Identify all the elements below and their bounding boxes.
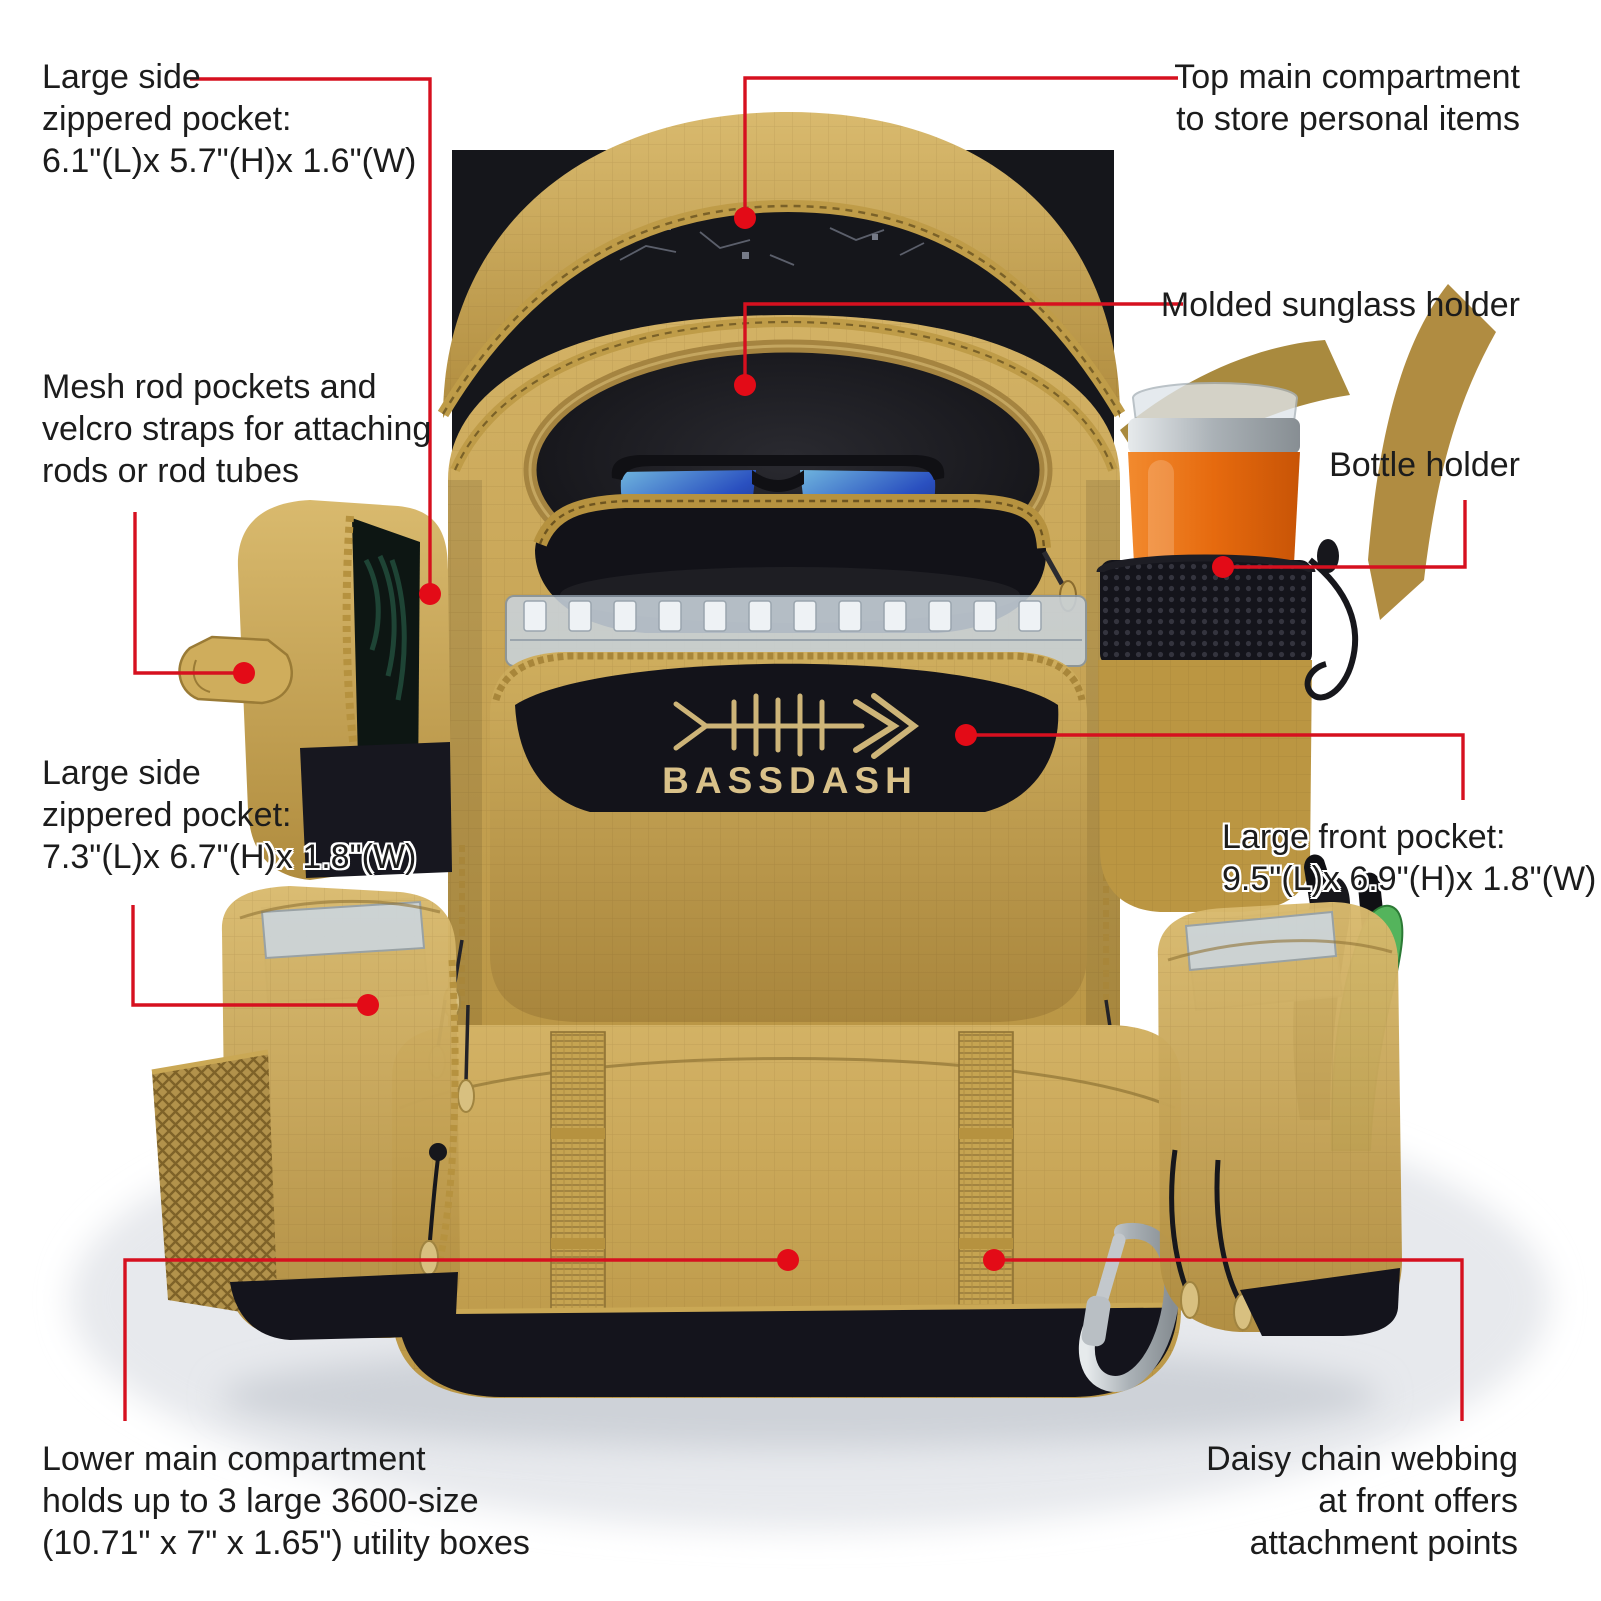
annotation-line: Large front pocket: [1222,818,1506,856]
front-pocket: BASSDASH [443,652,1123,1068]
annotation-front-pocket: Large front pocket: 9.5"(L)x 6.9"(H)x 1.… [1222,816,1596,900]
mesh-rod-pocket [151,1049,278,1318]
compression-strap [958,1031,1014,1327]
annotation-lower-main-compartment: Lower main compartment holds up to 3 lar… [42,1438,530,1564]
annotation-mesh-rod-pockets: Mesh rod pockets and velcro straps for a… [42,366,431,492]
drawstring-cord [1304,539,1358,701]
brand-text: BASSDASH [662,760,918,801]
annotation-line: Large side [42,754,201,792]
annotation-top-main-compartment: Top main compartment to store personal i… [1174,56,1520,140]
annotation-sunglass-holder: Molded sunglass holder [1161,284,1520,326]
annotation-line: at front offers [1318,1482,1518,1520]
annotation-line: Molded sunglass holder [1160,286,1520,324]
right-lower-side-pocket [1157,854,1404,1336]
bottle-mesh-band [1100,560,1312,666]
annotation-line: velcro straps for attaching [42,410,432,448]
lower-compartment [392,999,1181,1398]
annotation-line: Large side [42,58,201,96]
annotation-line: 6.1"(L)x 5.7"(H)x 1.6"(W) [42,142,417,180]
velcro-strap [178,635,293,705]
annotation-top-left-side-pocket: Large side zippered pocket: 6.1"(L)x 5.7… [42,56,416,182]
annotation-line: zippered pocket: [42,796,292,834]
annotation-mid-left-side-pocket: Large side zippered pocket: 7.3"(L)x 6.7… [42,752,416,878]
side-webbing-panel [300,742,452,878]
black-bottom [398,1305,1178,1397]
annotation-line: rods or rod tubes [42,452,300,490]
annotation-daisy-chain: Daisy chain webbing at front offers atta… [1206,1438,1518,1564]
utility-box-top [505,595,1087,667]
annotation-line: Mesh rod pockets and [42,368,377,406]
annotation-line: Bottle holder [1329,446,1520,484]
annotation-line: 7.3"(L)x 6.7"(H)x 1.8"(W) [42,838,417,876]
compression-strap [550,1031,606,1327]
annotation-line: Daisy chain webbing [1206,1440,1518,1478]
fish-skeleton-icon [673,693,919,759]
annotation-line: to store personal items [1176,100,1520,138]
left-lower-side-pocket [151,886,460,1340]
annotation-line: attachment points [1249,1524,1518,1562]
annotation-line: Lower main compartment [42,1440,426,1478]
annotation-bottle-holder: Bottle holder [1329,444,1520,486]
left-upper-side-pocket [178,500,452,880]
annotation-line: Top main compartment [1174,58,1520,96]
annotation-line: (10.71" x 7" x 1.65") utility boxes [42,1524,530,1562]
bassdash-logo: BASSDASH [662,693,919,801]
annotation-line: 9.5"(L)x 6.9"(H)x 1.8"(W) [1222,860,1597,898]
annotation-line: holds up to 3 large 3600-size [42,1482,479,1520]
annotation-line: zippered pocket: [42,100,292,138]
